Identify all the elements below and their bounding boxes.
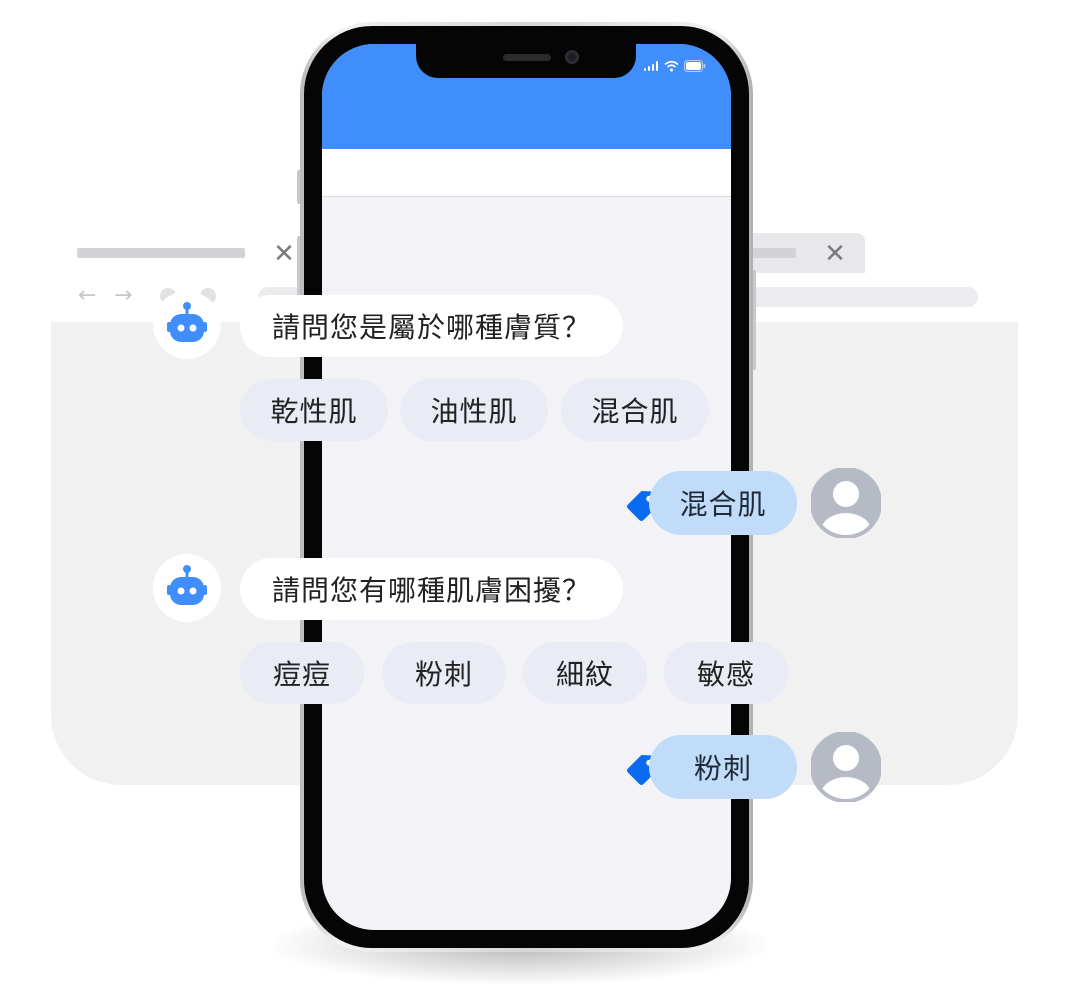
forward-arrow-icon[interactable]: → bbox=[114, 283, 133, 308]
browser-tab-title-placeholder bbox=[77, 248, 245, 258]
option-chip-acne[interactable]: 痘痘 bbox=[240, 642, 364, 704]
option-chip-fine-lines[interactable]: 細紋 bbox=[523, 642, 647, 704]
app-subheader bbox=[322, 149, 731, 197]
bot-message-bubble: 請問您是屬於哪種膚質？ bbox=[240, 295, 624, 357]
option-chip-combination-skin[interactable]: 混合肌 bbox=[561, 379, 709, 441]
option-chip-oily-skin[interactable]: 油性肌 bbox=[400, 379, 548, 441]
browser-tab-title-placeholder bbox=[752, 248, 796, 258]
phone-power-button bbox=[752, 270, 756, 370]
front-camera bbox=[565, 50, 579, 64]
back-arrow-icon[interactable]: ← bbox=[78, 283, 97, 308]
wifi-icon bbox=[664, 60, 679, 72]
option-chip-sensitive[interactable]: 敏感 bbox=[664, 642, 788, 704]
bot-avatar bbox=[153, 291, 221, 359]
close-icon[interactable]: ✕ bbox=[824, 239, 846, 269]
robot-icon bbox=[167, 565, 207, 605]
bot-avatar bbox=[153, 554, 221, 622]
phone-mute-switch bbox=[297, 170, 301, 204]
phone-notch bbox=[416, 44, 636, 78]
user-icon bbox=[811, 468, 881, 538]
signal-icon bbox=[644, 61, 660, 71]
close-icon[interactable]: ✕ bbox=[273, 239, 295, 269]
bot-message-bubble: 請問您有哪種肌膚困擾？ bbox=[240, 558, 624, 620]
phone-speaker bbox=[503, 54, 551, 61]
user-icon bbox=[811, 732, 881, 802]
battery-icon bbox=[684, 60, 706, 72]
option-chip-dry-skin[interactable]: 乾性肌 bbox=[240, 379, 388, 441]
user-message-bubble: 混合肌 bbox=[649, 471, 797, 535]
user-message-bubble: 粉刺 bbox=[649, 735, 797, 799]
option-chip-blackheads[interactable]: 粉刺 bbox=[382, 642, 506, 704]
robot-icon bbox=[167, 302, 207, 342]
phone-volume-up bbox=[297, 236, 301, 298]
